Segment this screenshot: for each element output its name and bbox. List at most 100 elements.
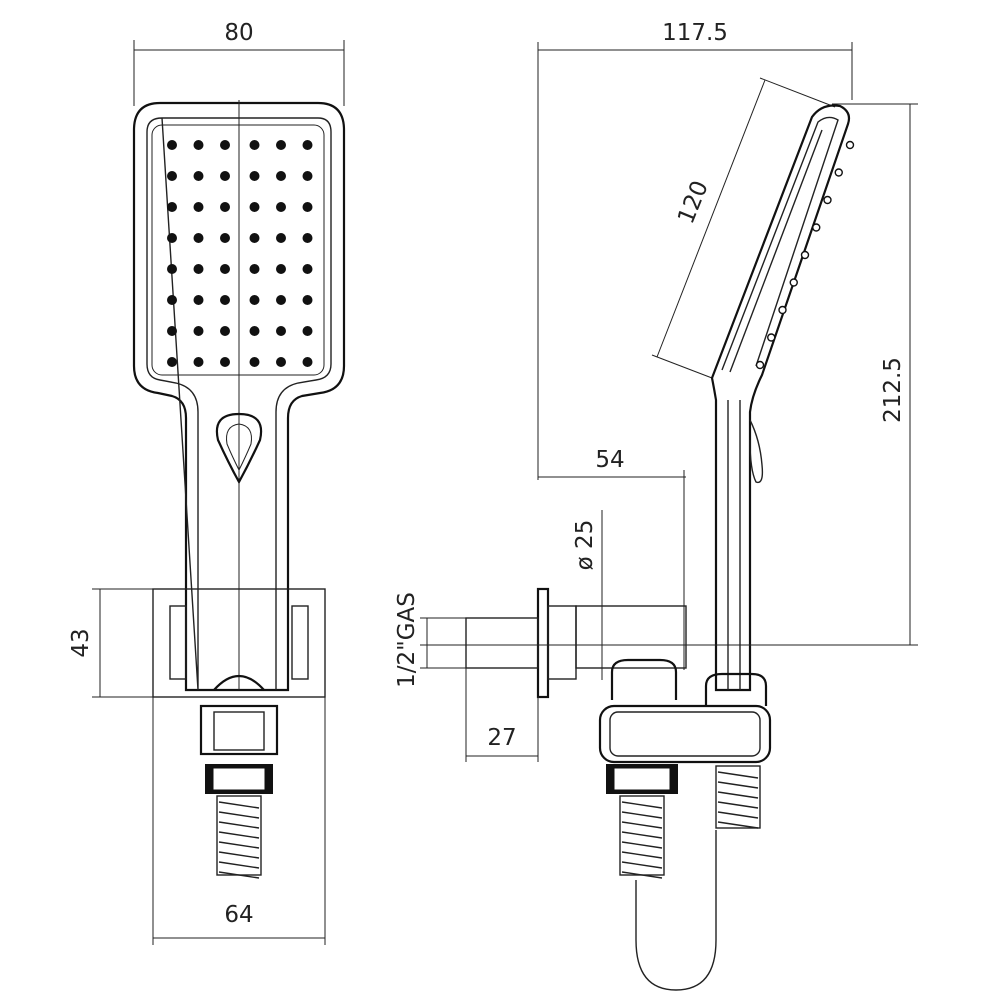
hose-ridge bbox=[621, 861, 663, 869]
nozzle bbox=[193, 202, 204, 212]
dim-thread-label: 1/2"GAS bbox=[394, 592, 420, 688]
dim-head-length-label: 120 bbox=[673, 177, 714, 227]
nozzle bbox=[276, 233, 286, 243]
nozzle bbox=[220, 233, 230, 243]
side-nozzles bbox=[755, 140, 855, 370]
nozzle bbox=[249, 202, 260, 212]
nozzle bbox=[302, 140, 313, 150]
dimension-outlet-depth: 54 bbox=[538, 447, 686, 670]
hose-ridge bbox=[218, 851, 260, 859]
side-nozzle bbox=[845, 140, 855, 150]
hose-ridge bbox=[218, 871, 260, 879]
dimension-head-length: 120 bbox=[651, 77, 836, 379]
hose-ridge bbox=[621, 851, 663, 859]
nozzle bbox=[167, 233, 177, 243]
outlet-body bbox=[575, 605, 687, 669]
hose-ridge bbox=[621, 871, 663, 879]
nozzle bbox=[276, 326, 286, 336]
nozzle bbox=[249, 357, 260, 367]
hose-ridge bbox=[717, 821, 759, 829]
shower-head-inner-outline bbox=[146, 117, 332, 691]
nozzle bbox=[249, 326, 260, 336]
wall-inlet: 1/2"GAS 27 bbox=[394, 587, 577, 762]
nozzle bbox=[302, 202, 313, 212]
nozzle bbox=[220, 202, 230, 212]
nozzle bbox=[220, 326, 230, 336]
dim-total-height-label: 212.5 bbox=[880, 357, 906, 423]
dimension-total-height: 212.5 bbox=[765, 103, 918, 646]
hose-body bbox=[715, 765, 761, 829]
nozzle bbox=[302, 233, 313, 243]
hose-ridge bbox=[218, 861, 260, 869]
holder-cup bbox=[213, 675, 265, 691]
hose-loop bbox=[635, 830, 717, 991]
side-nozzle bbox=[767, 333, 776, 342]
nozzle bbox=[167, 264, 177, 274]
side-nozzle bbox=[800, 250, 810, 260]
dimension-total-depth: 117.5 bbox=[537, 20, 853, 480]
side-nozzle bbox=[834, 168, 843, 177]
side-nozzle bbox=[755, 360, 765, 370]
hose-ridge bbox=[717, 771, 759, 779]
nozzle bbox=[167, 326, 177, 336]
wall-bracket bbox=[152, 588, 326, 698]
nozzle bbox=[302, 295, 313, 305]
shower-head-side-inner bbox=[721, 116, 839, 371]
nozzle bbox=[276, 202, 286, 212]
hose-ridge bbox=[717, 781, 759, 789]
nozzle bbox=[302, 326, 313, 336]
swivel-holder bbox=[598, 658, 772, 794]
dim-bracket-height-label: 43 bbox=[68, 628, 94, 657]
dimension-head-width: 80 bbox=[133, 20, 345, 106]
nozzle bbox=[276, 264, 286, 274]
clip bbox=[749, 419, 764, 484]
nozzle bbox=[167, 171, 177, 181]
hanging-loop bbox=[215, 412, 263, 485]
hose-ridge bbox=[717, 801, 759, 809]
hose-ridge bbox=[621, 821, 663, 829]
side-nozzle bbox=[812, 223, 821, 232]
nozzle bbox=[249, 171, 260, 181]
nozzle bbox=[220, 140, 230, 150]
nozzle bbox=[302, 357, 313, 367]
dim-inlet-length-label: 27 bbox=[487, 725, 516, 751]
dimension-bracket-width: 64 bbox=[152, 697, 326, 945]
nozzle bbox=[249, 233, 260, 243]
nozzle-face bbox=[151, 124, 325, 376]
dim-outlet-diameter-label: ø 25 bbox=[572, 520, 598, 571]
hose-side-right bbox=[715, 765, 761, 829]
dim-bracket-width-label: 64 bbox=[224, 902, 253, 928]
hose-connector-inner bbox=[213, 711, 265, 751]
dim-total-depth-label: 117.5 bbox=[662, 20, 728, 46]
shower-head-side-face bbox=[729, 129, 823, 373]
nozzle bbox=[167, 357, 177, 367]
dim-head-width-label: 80 bbox=[224, 20, 253, 46]
hose-front bbox=[216, 795, 262, 879]
nozzle bbox=[193, 326, 204, 336]
hose-side-left bbox=[619, 795, 665, 879]
hose-ridge bbox=[621, 841, 663, 849]
hose-ridge bbox=[218, 821, 260, 829]
side-nozzle bbox=[823, 195, 832, 205]
front-view: 80 43 bbox=[68, 20, 346, 945]
hose-ridge bbox=[717, 791, 759, 799]
nozzle bbox=[193, 233, 204, 243]
nozzle bbox=[302, 171, 313, 181]
hose-ridge bbox=[621, 801, 663, 809]
hose-connector bbox=[199, 704, 279, 756]
nozzle bbox=[193, 140, 204, 150]
hose-ridge bbox=[218, 811, 260, 819]
side-nozzle bbox=[789, 278, 798, 287]
nozzle bbox=[276, 357, 286, 367]
hose-ridge bbox=[218, 841, 260, 849]
hose-ridge bbox=[717, 811, 759, 819]
nozzle bbox=[167, 295, 177, 305]
hose-ridge bbox=[621, 831, 663, 839]
hose-ridge bbox=[621, 811, 663, 819]
side-view: 117.5 212.5 120 54 bbox=[394, 20, 918, 991]
nozzle bbox=[302, 264, 313, 274]
hose-ridge bbox=[218, 801, 260, 809]
nozzle-grid bbox=[167, 140, 313, 367]
nozzle bbox=[220, 295, 230, 305]
